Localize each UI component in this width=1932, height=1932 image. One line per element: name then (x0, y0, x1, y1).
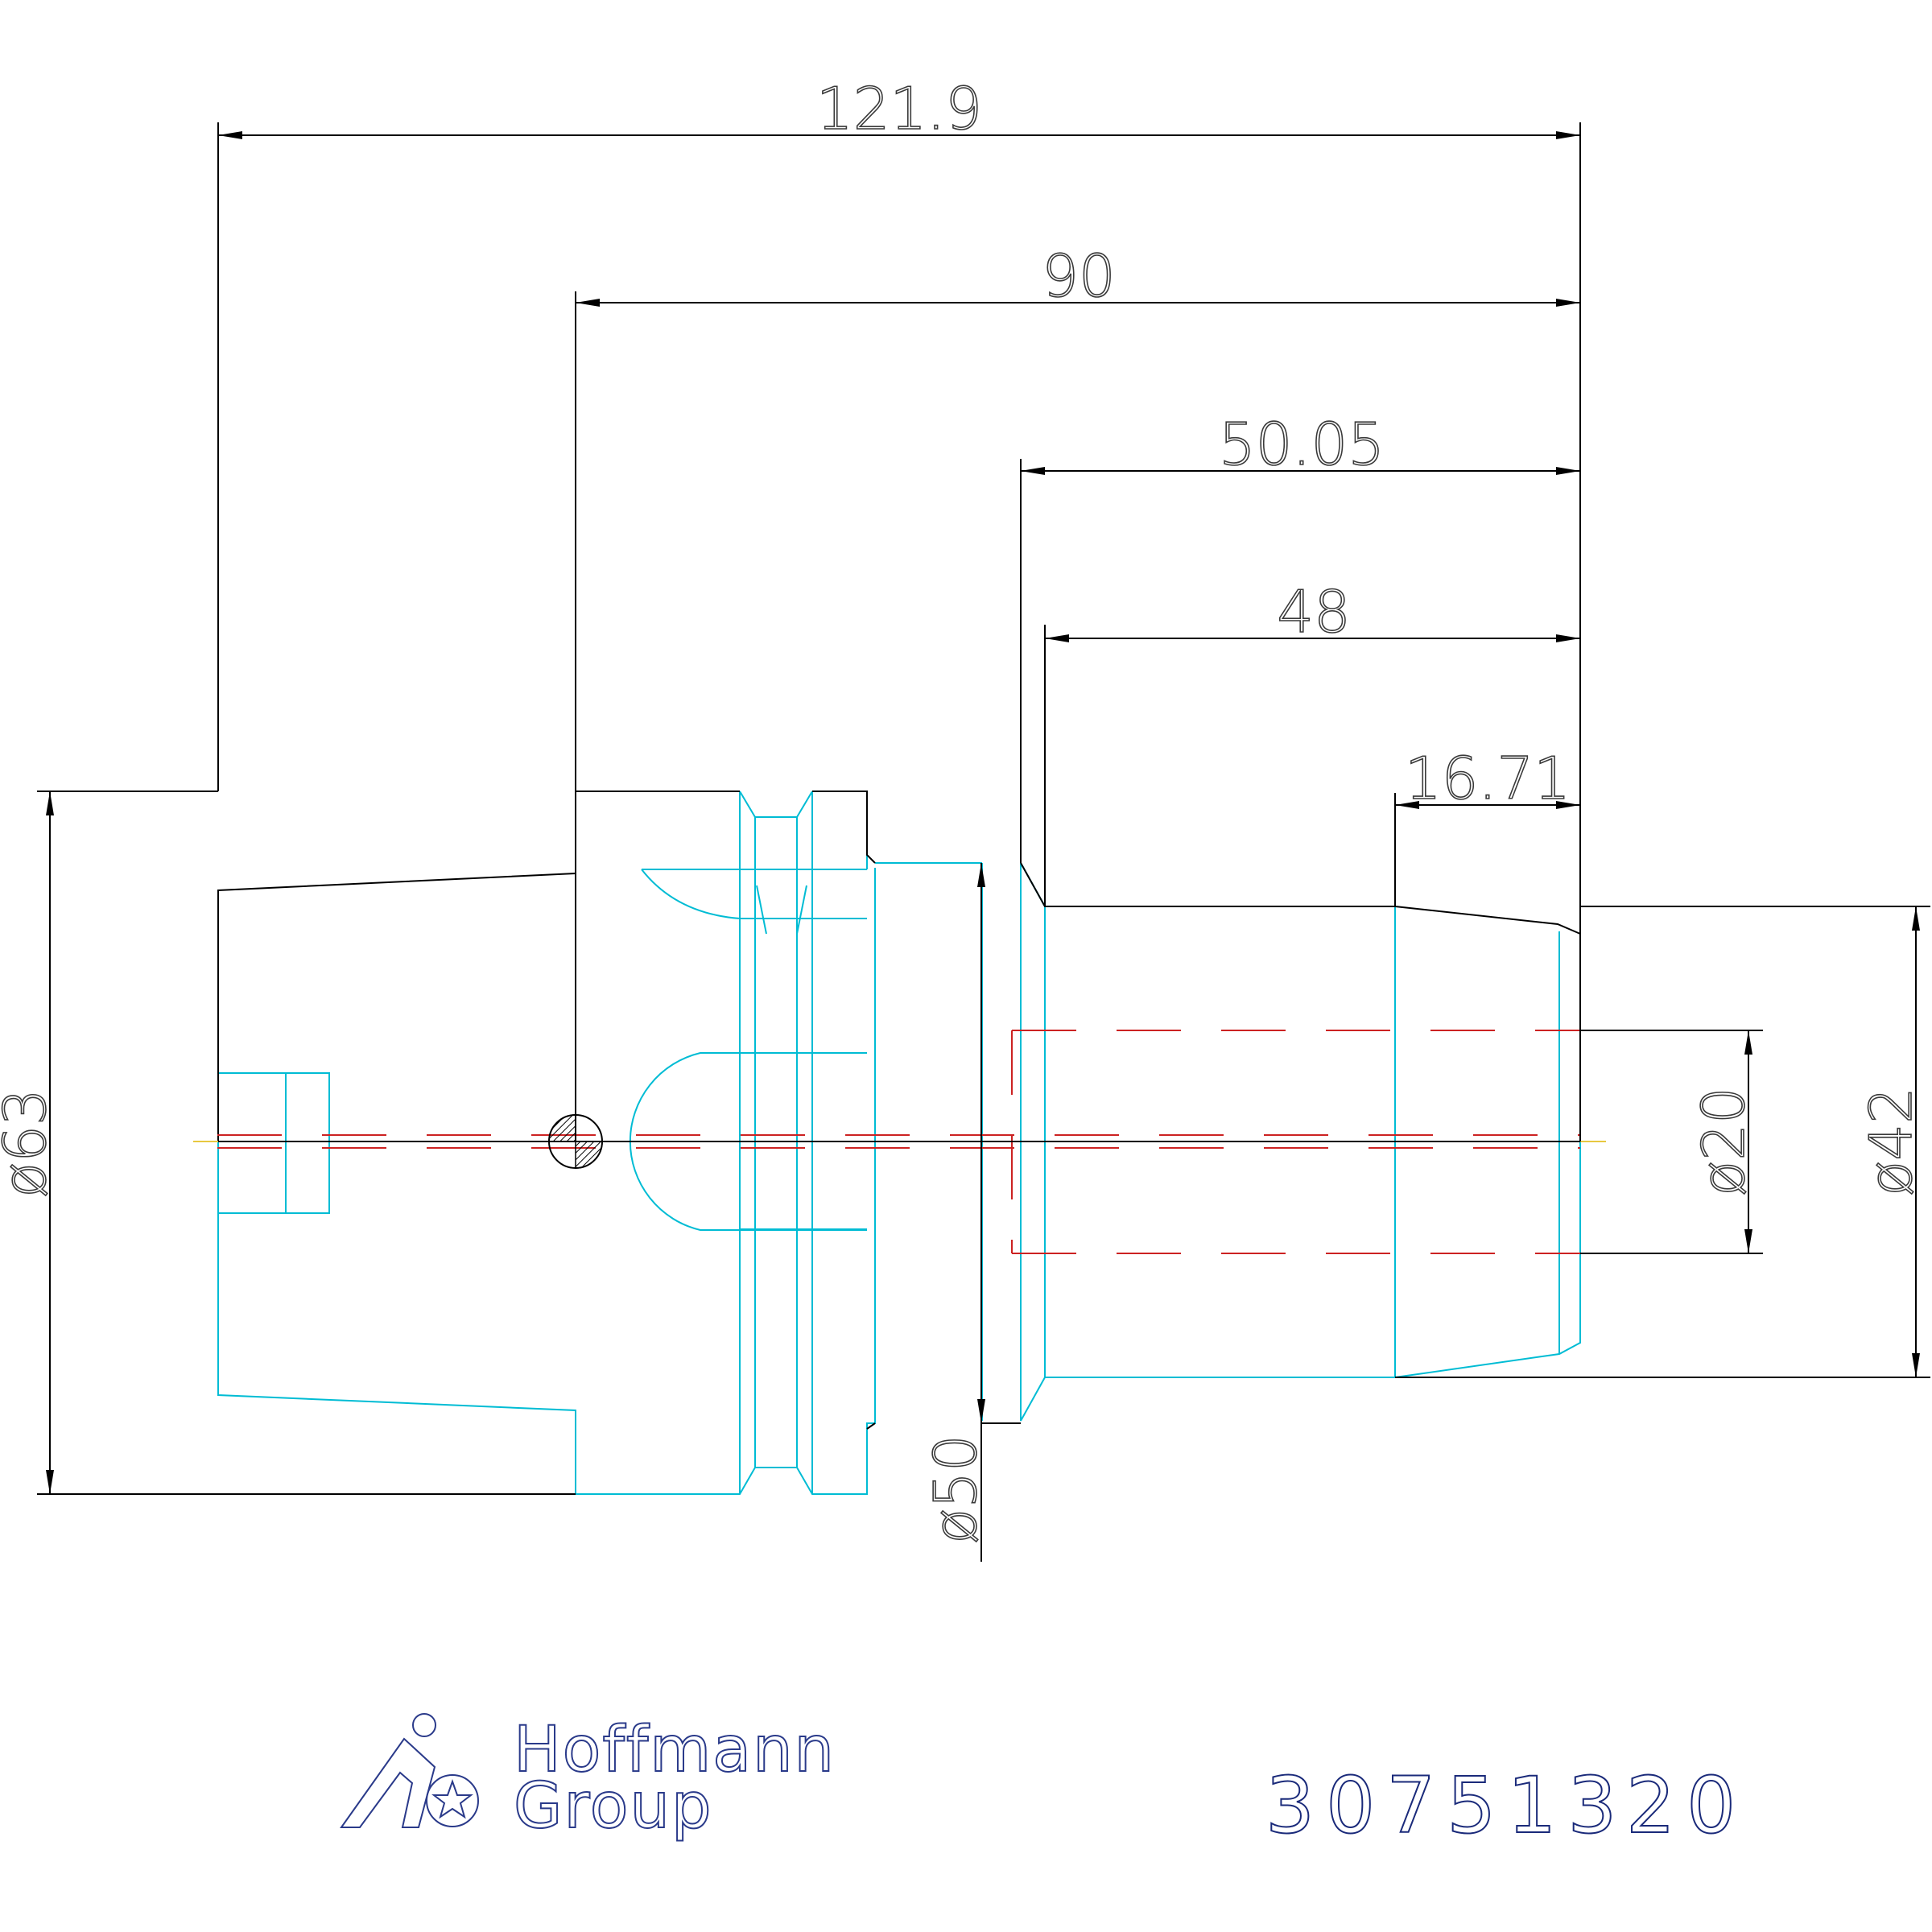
diameter-63: ø63 (0, 1088, 59, 1198)
reference-point-icon (548, 1114, 603, 1169)
part-outline (217, 791, 1581, 1495)
hoffmann-logo-icon (340, 1713, 479, 1828)
dimension-90: 90 (1042, 242, 1116, 310)
logo-text-group: Group (514, 1770, 712, 1843)
logo-text-hoffmann: Hoffmann (514, 1714, 836, 1786)
part-number: 307513 (1265, 1761, 1628, 1851)
part-size: 20 (1626, 1761, 1747, 1851)
diameter-20: ø20 (1690, 1087, 1757, 1196)
dimension-50-05: 50.05 (1219, 411, 1385, 478)
diameter-42: ø42 (1857, 1087, 1925, 1196)
dimension-16-71: 16.71 (1405, 745, 1571, 812)
dimension-lines (37, 122, 1930, 1562)
dimension-48: 48 (1277, 578, 1351, 646)
dimension-total-length: 121.9 (816, 75, 982, 142)
part-contour (217, 791, 1581, 1430)
diameter-50: ø50 (922, 1435, 989, 1544)
